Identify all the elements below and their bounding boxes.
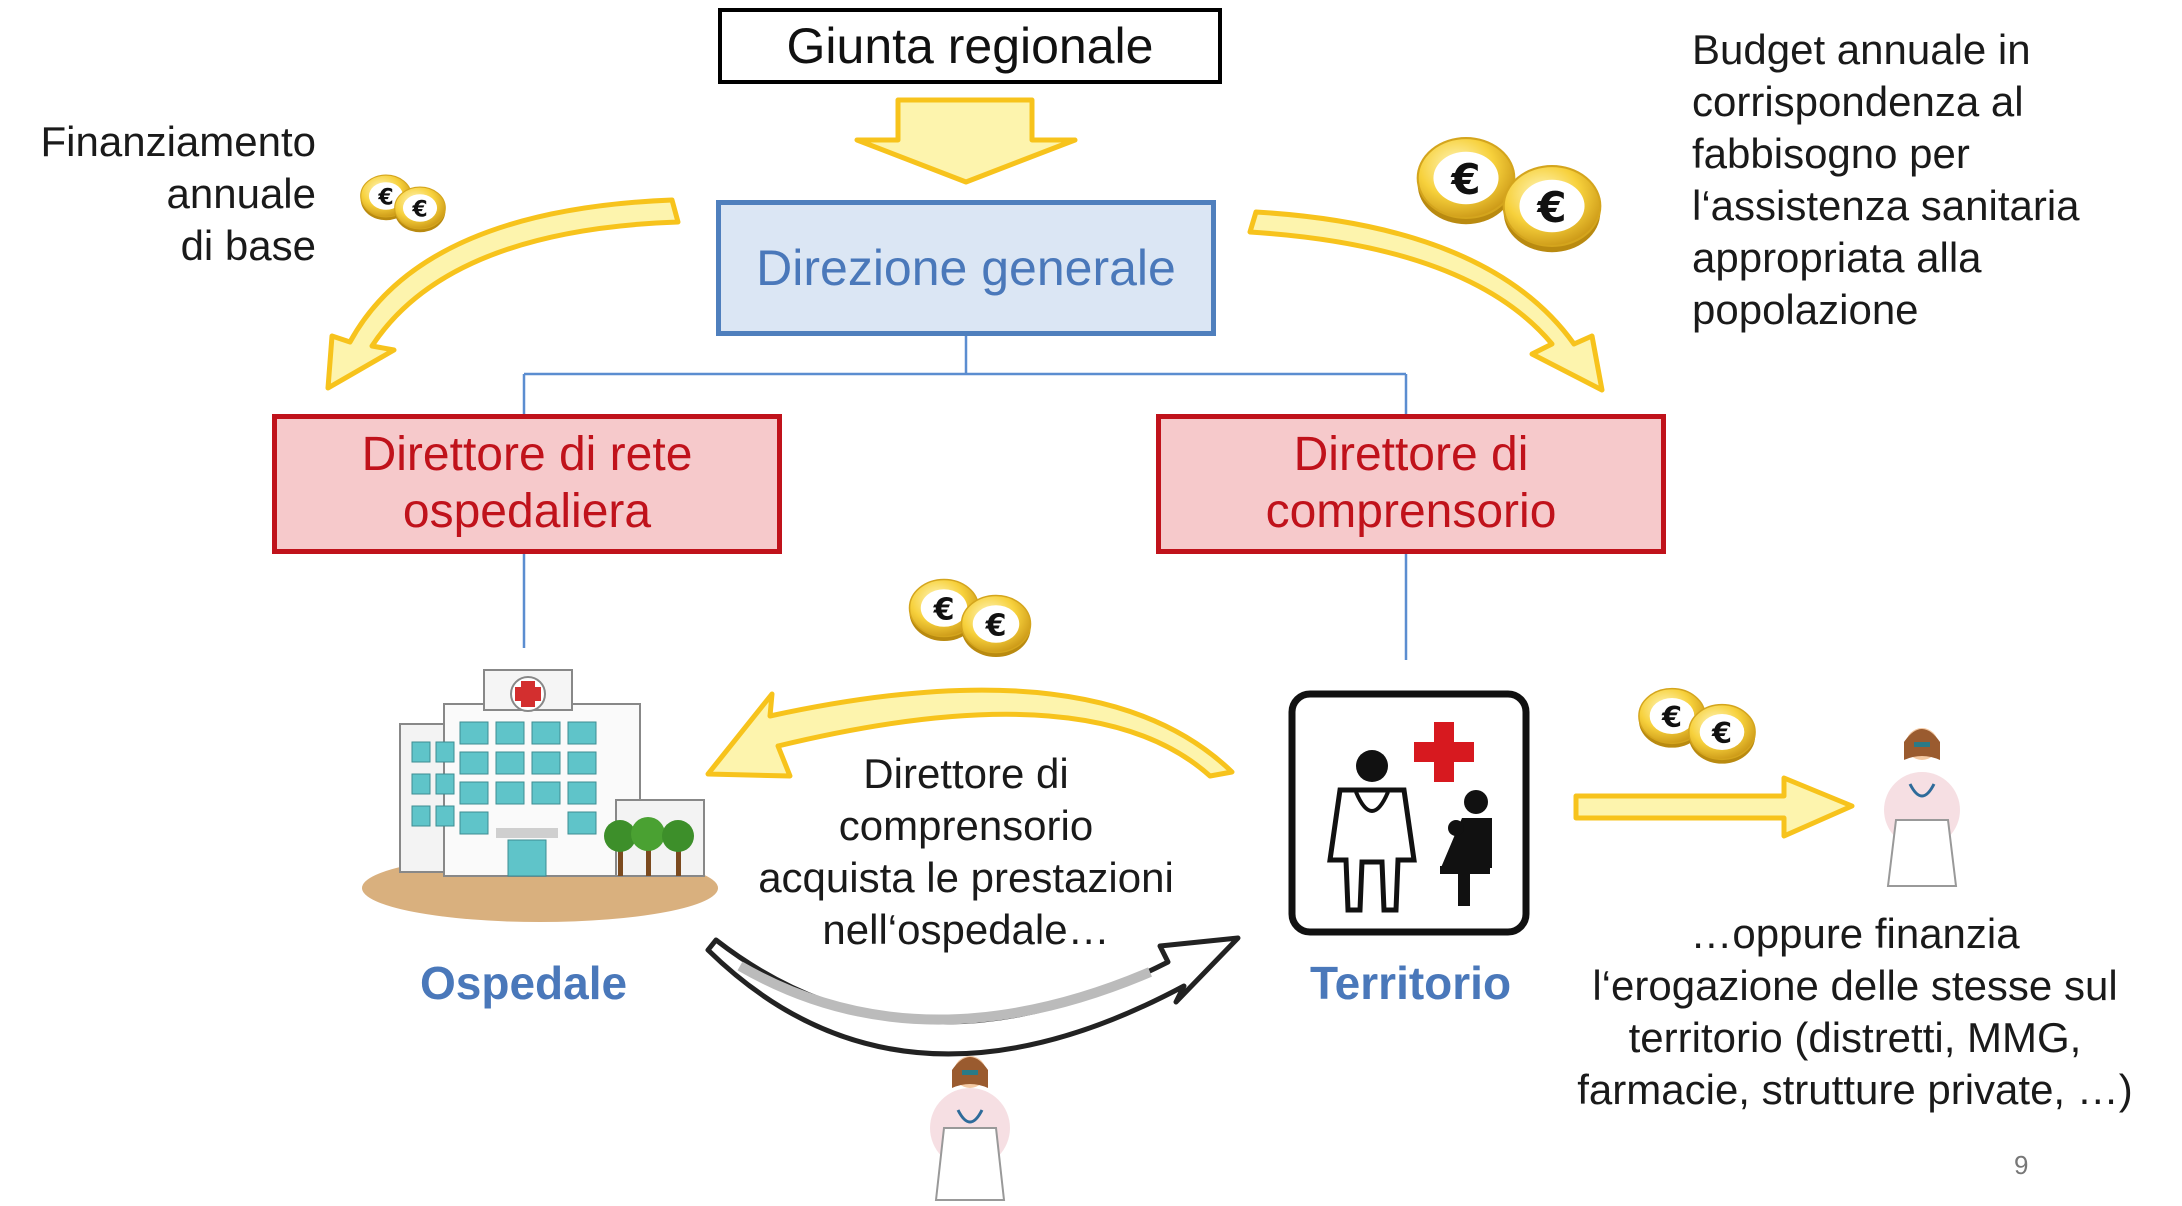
note-bottom-right-line: territorio (distretti, MMG,: [1628, 1014, 2082, 1062]
note-acquisto-prestazioni: Direttore di comprensorio acquista le pr…: [716, 748, 1216, 956]
note-left-line: annuale: [166, 170, 316, 218]
direttore-rete-ospedaliera-box: Direttore di rete ospedaliera: [272, 414, 782, 554]
note-bottom-right-line: l‘erogazione delle stesse sul: [1592, 962, 2118, 1010]
note-right-line: Budget annuale in: [1692, 26, 2031, 73]
direzione-generale-label: Direzione generale: [756, 240, 1176, 296]
doctor-icon-bottom: [930, 1056, 1010, 1201]
note-right-line: popolazione: [1692, 286, 1919, 334]
page-number: 9: [2014, 1150, 2029, 1180]
down-arrow: [854, 97, 1078, 185]
cycle-arrow: [705, 935, 1241, 1057]
curved-arrow-left: [325, 197, 681, 391]
note-bottom-right-line: …oppure finanzia: [1690, 910, 2020, 957]
direzione-generale-box: Direzione generale: [716, 200, 1216, 336]
direttore-rete-line1: Direttore di rete: [361, 428, 693, 482]
note-right-line: fabbisogno per: [1692, 130, 1970, 178]
note-budget: Budget annuale in corrispondenza al fabb…: [1692, 24, 2172, 336]
note-right-line: corrispondenza al: [1692, 78, 2024, 126]
doctor-icon-right: [1884, 728, 1960, 887]
direttore-comprensorio-line1: Direttore di: [1293, 428, 1529, 482]
hospital-icon: [362, 669, 718, 922]
note-center-line: acquista le prestazioni: [758, 854, 1174, 902]
note-right-line: appropriata alla: [1692, 234, 1982, 282]
ospedale-label: Ospedale: [420, 957, 628, 1009]
coin-icon-right: [1638, 687, 1756, 765]
org-connectors: [522, 336, 1408, 660]
direttore-rete-line2: ospedaliera: [402, 485, 652, 538]
note-finanzia-territorio: …oppure finanzia l‘erogazione delle stes…: [1532, 908, 2178, 1116]
note-center-line: comprensorio: [838, 802, 1094, 850]
straight-arrow-right: [1573, 775, 1855, 839]
note-right-line: l‘assistenza sanitaria: [1692, 182, 2080, 230]
direttore-comprensorio-line2: comprensorio: [1265, 485, 1557, 538]
curved-arrow-right: [1247, 209, 1605, 393]
note-finanziamento: Finanziamento annuale di base: [14, 116, 316, 272]
note-center-line: Direttore di: [863, 750, 1069, 797]
clinic-pictogram-icon: [1288, 690, 1530, 936]
note-left-line: di base: [180, 222, 316, 270]
coin-icon-large-right: [1416, 137, 1602, 254]
note-bottom-right-line: farmacie, strutture private, …): [1577, 1066, 2133, 1114]
curved-arrow-purchase: [705, 687, 1235, 779]
giunta-regionale-label: Giunta regionale: [786, 18, 1154, 74]
coin-icon-small-left: [360, 174, 446, 233]
direttore-comprensorio-box: Direttore di comprensorio: [1156, 414, 1666, 554]
note-left-line: Finanziamento: [40, 118, 316, 165]
note-center-line: nell‘ospedale…: [822, 906, 1110, 954]
giunta-regionale-box: Giunta regionale: [718, 8, 1222, 84]
territorio-label: Territorio: [1310, 957, 1512, 1009]
coin-icon-center: [908, 578, 1032, 658]
